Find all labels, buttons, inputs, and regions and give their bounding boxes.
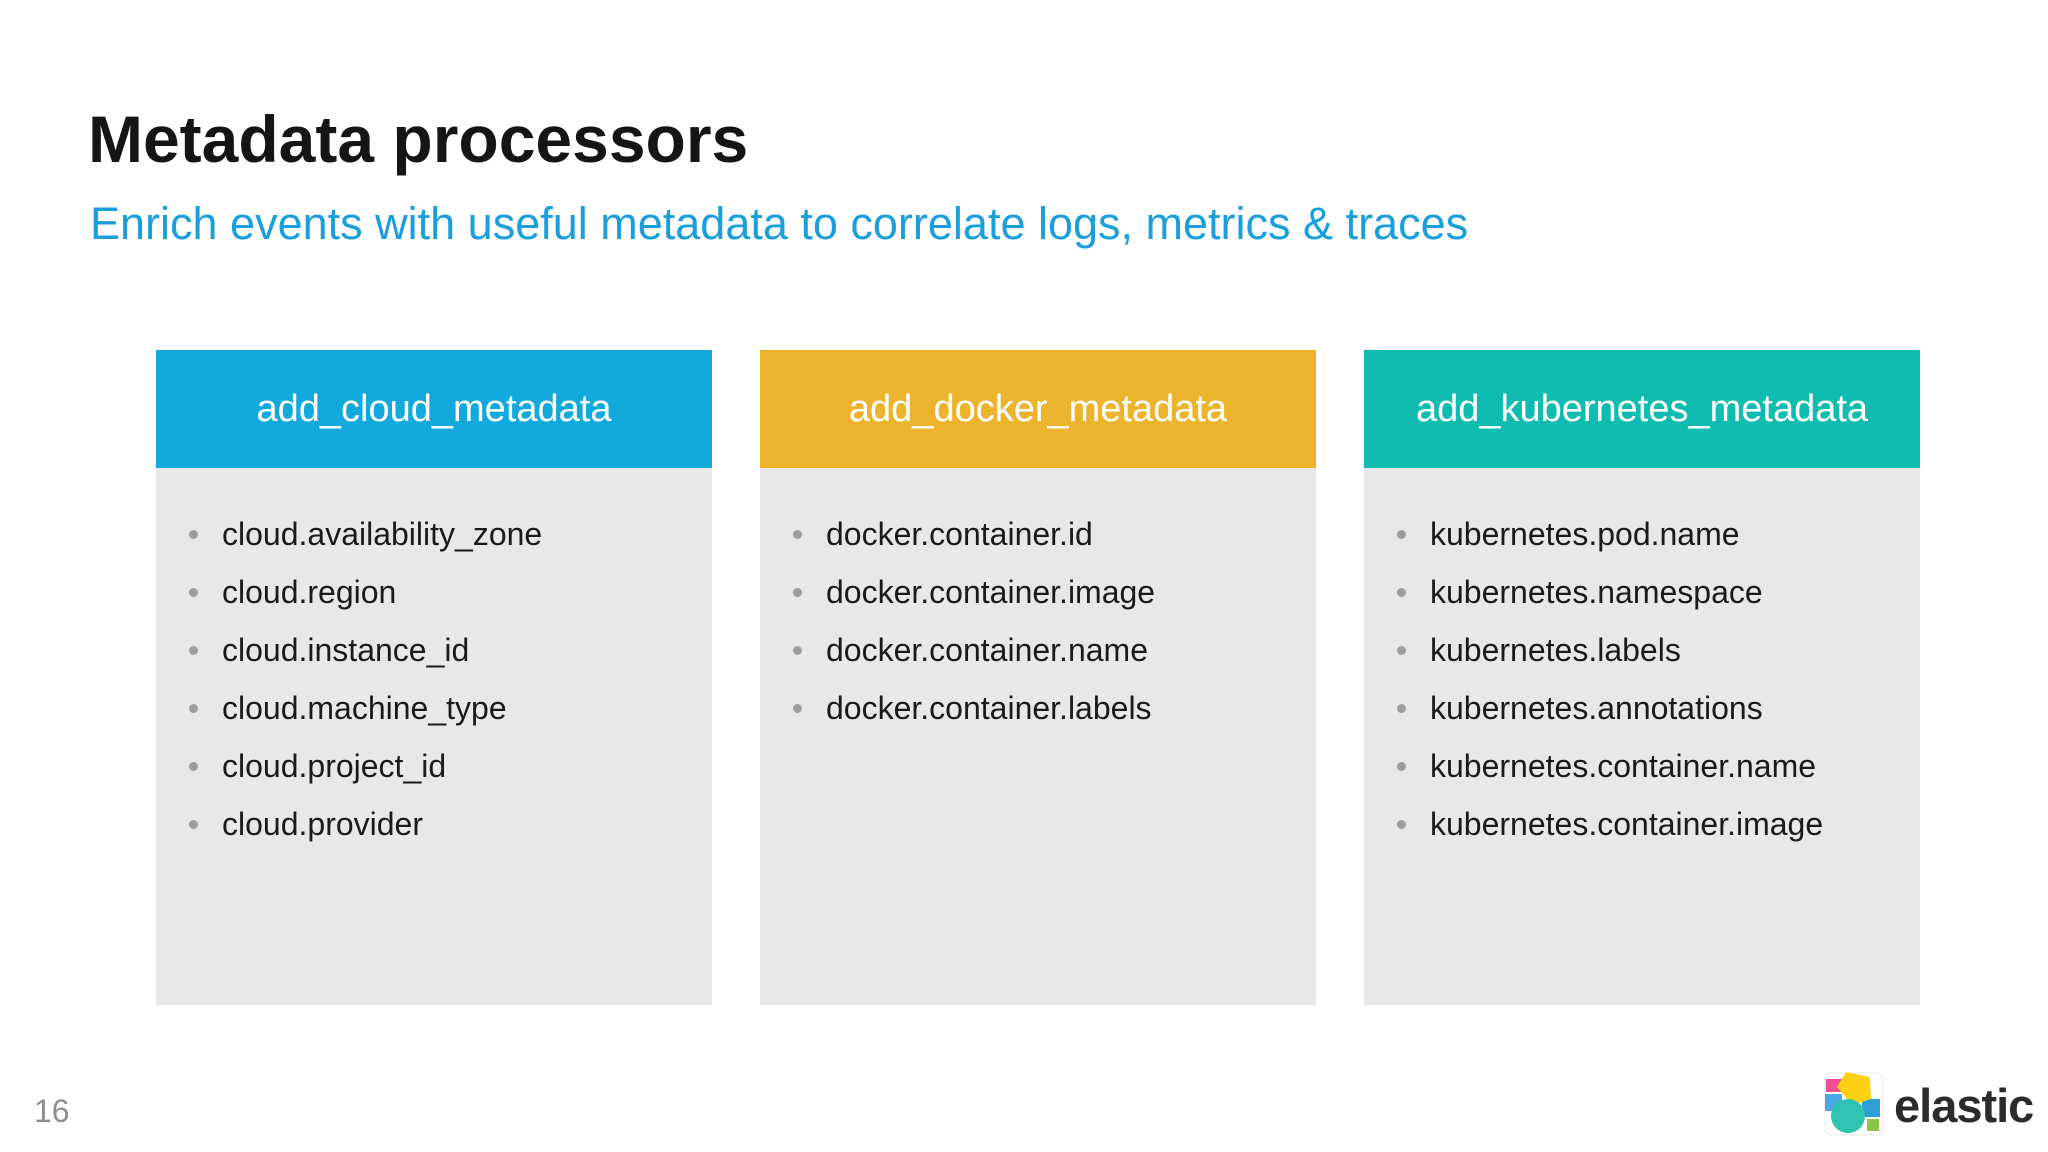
bullet-icon	[1397, 530, 1406, 539]
bullet-icon	[793, 646, 802, 655]
card-add_cloud_metadata: add_cloud_metadata cloud.availability_zon…	[156, 350, 712, 1005]
bullet-icon	[189, 704, 198, 713]
field-name: cloud.instance_id	[222, 632, 470, 668]
field-name: kubernetes.pod.name	[1430, 516, 1740, 552]
bullet-icon	[1397, 588, 1406, 597]
field-name: kubernetes.container.image	[1430, 806, 1824, 842]
card-body: docker.container.id docker.container.imag…	[760, 468, 1316, 1005]
list-item: docker.container.labels	[793, 688, 1298, 728]
bullet-icon	[1397, 704, 1406, 713]
field-name: kubernetes.annotations	[1430, 690, 1763, 726]
card-header: add_kubernetes_metadata	[1364, 350, 1920, 468]
card-title: add_cloud_metadata	[256, 387, 612, 430]
field-list: docker.container.id docker.container.imag…	[760, 468, 1316, 728]
list-item: kubernetes.container.name	[1397, 746, 1902, 786]
card-header: add_docker_metadata	[760, 350, 1316, 468]
field-name: cloud.region	[222, 574, 397, 610]
bullet-icon	[189, 762, 198, 771]
bullet-icon	[793, 704, 802, 713]
bullet-icon	[793, 588, 802, 597]
elastic-logo-icon	[1824, 1072, 1884, 1136]
bullet-icon	[1397, 820, 1406, 829]
field-name: cloud.machine_type	[222, 690, 507, 726]
list-item: kubernetes.pod.name	[1397, 514, 1902, 554]
bullet-icon	[1397, 646, 1406, 655]
field-name: kubernetes.namespace	[1430, 574, 1763, 610]
bullet-icon	[793, 530, 802, 539]
field-list: cloud.availability_zone cloud.region cloud…	[156, 468, 712, 844]
field-name: cloud.provider	[222, 806, 423, 842]
field-name: kubernetes.labels	[1430, 632, 1681, 668]
field-name: docker.container.labels	[826, 690, 1152, 726]
list-item: cloud.machine_type	[189, 688, 694, 728]
bullet-icon	[189, 588, 198, 597]
card-title: add_docker_metadata	[848, 387, 1228, 430]
field-name: cloud.availability_zone	[222, 516, 543, 552]
field-name: kubernetes.container.name	[1430, 748, 1817, 784]
field-name: cloud.project_id	[222, 748, 447, 784]
list-item: kubernetes.labels	[1397, 630, 1902, 670]
card-body: kubernetes.pod.name kubernetes.namespace k…	[1364, 468, 1920, 1005]
list-item: kubernetes.namespace	[1397, 572, 1902, 612]
cards-row: add_cloud_metadata cloud.availability_zon…	[156, 350, 1920, 1005]
bullet-icon	[189, 530, 198, 539]
page-title: Metadata processors	[88, 102, 749, 176]
list-item: docker.container.image	[793, 572, 1298, 612]
list-item: docker.container.name	[793, 630, 1298, 670]
page-number: 16	[34, 1093, 70, 1129]
field-list: kubernetes.pod.name kubernetes.namespace k…	[1364, 468, 1920, 844]
card-title: add_kubernetes_metadata	[1415, 387, 1869, 430]
bullet-icon	[189, 646, 198, 655]
list-item: cloud.instance_id	[189, 630, 694, 670]
list-item: kubernetes.annotations	[1397, 688, 1902, 728]
list-item: cloud.availability_zone	[189, 514, 694, 554]
card-add_kubernetes_metadata: add_kubernetes_metadata kubernetes.pod.na…	[1364, 350, 1920, 1005]
card-header: add_cloud_metadata	[156, 350, 712, 468]
card-body: cloud.availability_zone cloud.region cloud…	[156, 468, 712, 1005]
field-name: docker.container.image	[826, 574, 1156, 610]
list-item: kubernetes.container.image	[1397, 804, 1902, 844]
bullet-icon	[1397, 762, 1406, 771]
footer-logo: elastic	[1824, 1072, 2034, 1136]
list-item: cloud.region	[189, 572, 694, 612]
list-item: docker.container.id	[793, 514, 1298, 554]
page-subtitle: Enrich events with useful metadata to co…	[90, 198, 1469, 249]
field-name: docker.container.id	[826, 516, 1093, 552]
elastic-logo-wordmark: elastic	[1894, 1078, 2034, 1132]
list-item: cloud.project_id	[189, 746, 694, 786]
bullet-icon	[189, 820, 198, 829]
list-item: cloud.provider	[189, 804, 694, 844]
field-name: docker.container.name	[826, 632, 1148, 668]
